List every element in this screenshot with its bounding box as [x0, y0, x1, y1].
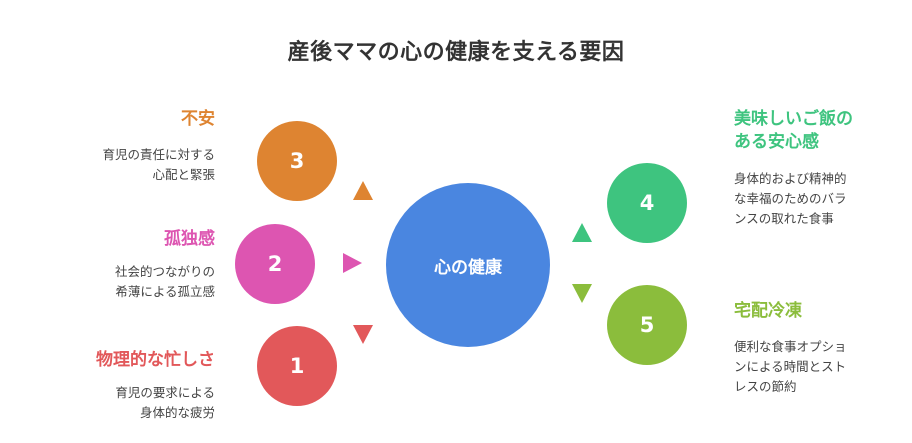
- title-line: 美味しいご飯の: [734, 109, 853, 129]
- factor-title-anxiety: 不安: [181, 109, 215, 129]
- desc-line: 社会的つながりの: [114, 264, 215, 279]
- arrow-up-green: [572, 223, 592, 242]
- desc-line: ンによる時間とスト: [734, 359, 847, 374]
- desc-line: ンスの取れた食事: [734, 211, 834, 226]
- factor-number: 5: [639, 313, 655, 337]
- title-line: ある安心感: [734, 132, 819, 152]
- desc-line: な幸福のためのバラ: [734, 191, 847, 206]
- desc-line: 希薄による孤立感: [115, 284, 215, 299]
- desc-line: 身体的な疲労: [139, 405, 215, 420]
- arrow-down-red: [353, 325, 373, 344]
- factor-desc-good-food: 身体的および精神的 な幸福のためのバラ ンスの取れた食事: [734, 169, 847, 229]
- factor-title-loneliness: 孤独感: [164, 229, 215, 249]
- factor-circle-4: 4: [607, 163, 687, 243]
- desc-line: 育児の要求による: [115, 385, 215, 400]
- factor-circle-1: 1: [257, 326, 337, 406]
- center-label: 心の健康: [434, 257, 502, 278]
- factor-desc-anxiety: 育児の責任に対する 心配と緊張: [102, 145, 215, 185]
- factor-title-frozen-delivery: 宅配冷凍: [734, 301, 802, 321]
- factor-title-physical-busyness: 物理的な忙しさ: [96, 350, 215, 370]
- desc-line: 育児の責任に対する: [102, 147, 215, 162]
- factor-number: 3: [289, 149, 305, 173]
- arrow-up-orange: [353, 181, 373, 200]
- arrow-right-pink: [343, 253, 362, 273]
- factor-circle-5: 5: [607, 285, 687, 365]
- factor-desc-loneliness: 社会的つながりの 希薄による孤立感: [115, 262, 215, 302]
- factor-title-good-food: 美味しいご飯の ある安心感: [734, 108, 853, 154]
- factor-number: 1: [289, 354, 305, 378]
- arrow-down-lime: [572, 284, 592, 303]
- desc-line: 便利な食事オプショ: [734, 339, 847, 354]
- diagram-title: 産後ママの心の健康を支える要因: [287, 40, 625, 65]
- factor-number: 2: [267, 252, 283, 276]
- factor-number: 4: [639, 191, 655, 215]
- desc-line: レスの節約: [734, 379, 797, 394]
- desc-line: 身体的および精神的: [734, 171, 847, 186]
- center-circle: 心の健康: [386, 183, 550, 347]
- factor-circle-2: 2: [235, 224, 315, 304]
- desc-line: 心配と緊張: [152, 167, 215, 182]
- factor-circle-3: 3: [257, 121, 337, 201]
- factor-desc-frozen-delivery: 便利な食事オプショ ンによる時間とスト レスの節約: [734, 337, 847, 397]
- factor-desc-physical-busyness: 育児の要求による 身体的な疲労: [115, 383, 215, 423]
